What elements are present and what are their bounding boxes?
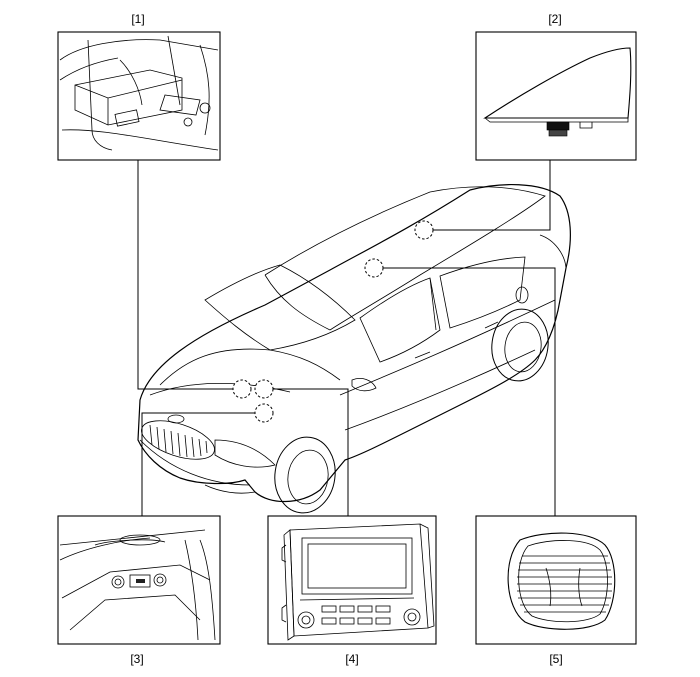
shark-fin-antenna-illustration xyxy=(483,47,632,137)
usb-aux-jack-illustration xyxy=(59,529,216,641)
callout-label-3: [3] xyxy=(130,652,143,666)
detail-frame-5 xyxy=(475,515,637,645)
callout-label-1: [1] xyxy=(131,12,144,26)
location-marker-4 xyxy=(254,379,274,399)
grille-bars xyxy=(149,424,208,458)
callout-label-4: [4] xyxy=(345,652,358,666)
location-marker-5 xyxy=(364,258,384,278)
speaker-illustration xyxy=(507,532,616,630)
callout-label-2: [2] xyxy=(548,12,561,26)
callout-label-5: [5] xyxy=(549,652,562,666)
detail-frame-1-border xyxy=(57,31,221,161)
detail-frame-1 xyxy=(57,31,221,161)
car-illustration xyxy=(137,184,571,514)
detail-frame-4-border xyxy=(267,515,437,645)
detail-frame-5-border xyxy=(475,515,637,645)
detail-frame-4 xyxy=(267,515,437,645)
leader-lines xyxy=(137,160,556,516)
location-marker-1 xyxy=(232,379,252,399)
speaker-grille-slats xyxy=(517,555,612,613)
location-marker-3 xyxy=(254,403,274,423)
control-unit-illustration xyxy=(59,35,219,151)
detail-frame-2 xyxy=(475,31,637,161)
location-marker-2 xyxy=(414,220,434,240)
detail-frame-2-border xyxy=(475,31,637,161)
emblem xyxy=(167,414,185,424)
detail-frame-3 xyxy=(57,515,221,645)
head-unit-illustration xyxy=(281,523,435,641)
